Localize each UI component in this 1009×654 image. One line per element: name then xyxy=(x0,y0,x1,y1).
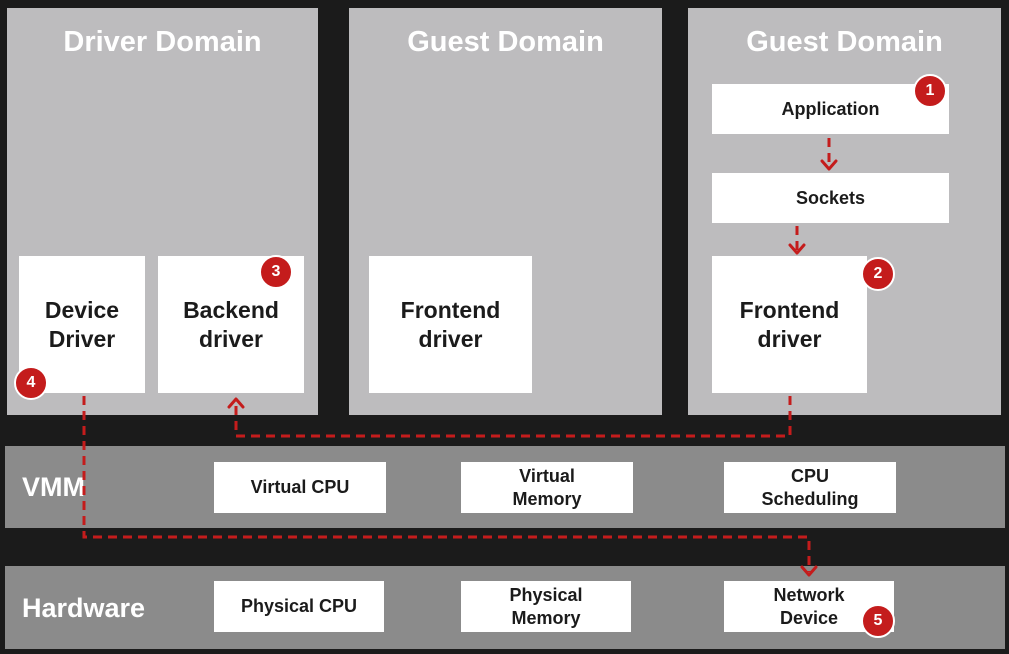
virtual-cpu-label: Virtual CPU xyxy=(250,477,350,498)
arrowhead-sockets xyxy=(820,159,838,171)
arrowhead-network xyxy=(800,565,818,577)
step-badge-1: 1 xyxy=(913,74,947,108)
guest-domain-1-title: Guest Domain xyxy=(407,26,604,58)
cpu-scheduling-line-2: Scheduling xyxy=(761,488,859,509)
virtual-memory-line-2: Memory xyxy=(512,488,582,509)
step-badge-5: 5 xyxy=(861,604,895,638)
application-box: Application xyxy=(712,84,949,134)
sockets-label: Sockets xyxy=(795,187,866,208)
arrow-frontend-to-backend xyxy=(234,396,792,438)
backend-driver-line-1: Backend xyxy=(183,296,279,323)
arrowhead-frontend xyxy=(788,243,806,255)
virtual-cpu-box: Virtual CPU xyxy=(214,462,386,513)
physical-cpu-label: Physical CPU xyxy=(240,596,358,617)
step-badge-4: 4 xyxy=(14,366,48,400)
frontend-driver-guest1-line-1: Frontend xyxy=(400,296,501,323)
device-driver-line-2: Driver xyxy=(48,325,116,352)
backend-driver-line-2: driver xyxy=(199,325,263,352)
virtual-memory-line-1: Virtual xyxy=(519,466,575,486)
step-badge-3: 3 xyxy=(259,255,293,289)
frontend-driver-guest2-line-1: Frontend xyxy=(739,296,840,323)
vmm-label: VMM xyxy=(22,472,85,502)
application-label: Application xyxy=(781,98,880,119)
frontend-driver-guest1-line-2: driver xyxy=(418,325,483,352)
device-driver-line-1: Device xyxy=(44,296,120,323)
sockets-box: Sockets xyxy=(712,173,949,223)
arrowhead-backend xyxy=(227,397,245,409)
step-badge-2: 2 xyxy=(861,257,895,291)
driver-domain-title: Driver Domain xyxy=(63,26,262,58)
network-device-line-2: Device xyxy=(779,607,839,628)
guest-domain-2-title: Guest Domain xyxy=(746,26,943,58)
hardware-label: Hardware xyxy=(22,593,146,623)
network-device-line-1: Network xyxy=(773,585,845,605)
physical-memory-line-2: Memory xyxy=(511,607,581,628)
cpu-scheduling-line-1: CPU xyxy=(790,466,829,486)
arrow-device-driver-to-network xyxy=(82,396,811,572)
frontend-driver-guest2-line-2: driver xyxy=(757,325,822,352)
physical-cpu-box: Physical CPU xyxy=(214,581,384,632)
physical-memory-line-1: Physical xyxy=(509,585,583,605)
